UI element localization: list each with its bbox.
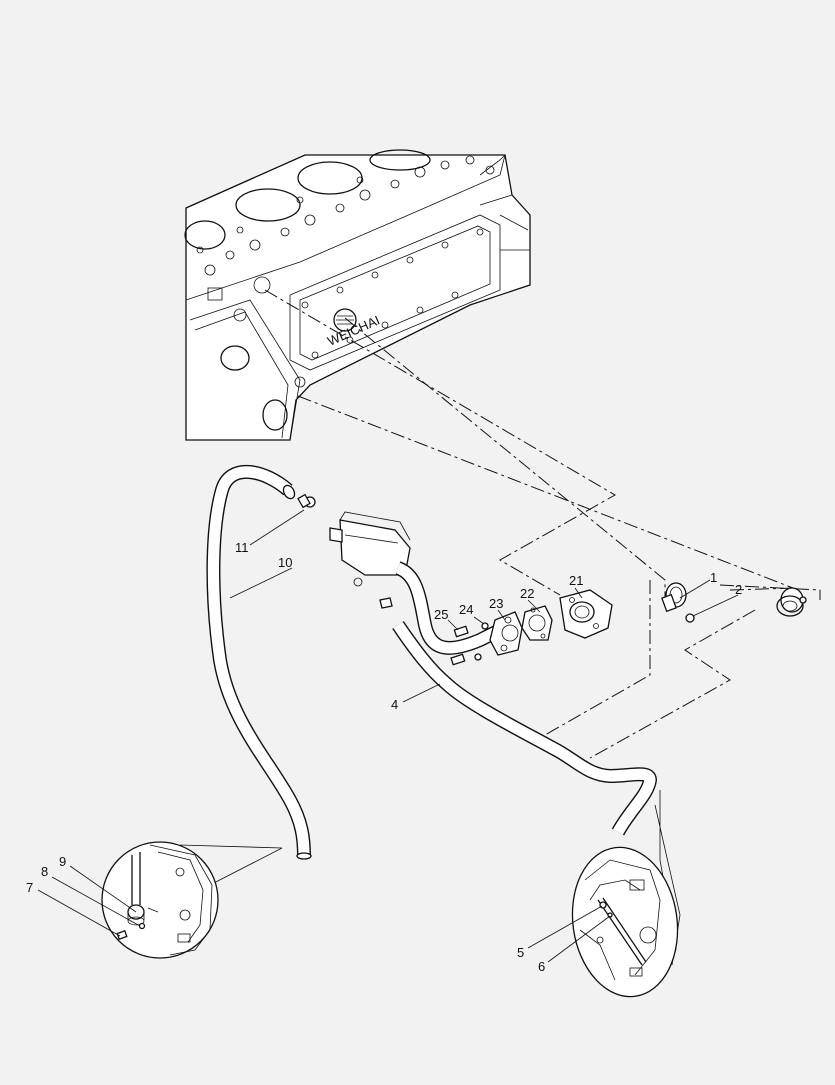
callout-8: 8 <box>41 864 48 879</box>
callout-25: 25 <box>434 607 448 622</box>
callout-6: 6 <box>538 959 545 974</box>
callout-24: 24 <box>459 602 473 617</box>
detail-view-left <box>101 841 283 959</box>
clamp-right <box>776 587 807 617</box>
callout-9: 9 <box>59 854 66 869</box>
engine-block: WEICHAI <box>184 149 531 441</box>
callout-labels: 1 2 4 5 6 7 8 9 10 11 21 22 23 24 25 <box>26 540 742 974</box>
callout-23: 23 <box>489 596 503 611</box>
clamp-11 <box>297 493 316 509</box>
callout-5: 5 <box>517 945 524 960</box>
detail-view-right <box>571 790 681 998</box>
callout-22: 22 <box>520 586 534 601</box>
callout-7: 7 <box>26 880 33 895</box>
callout-4: 4 <box>391 697 398 712</box>
callout-leaders <box>37 509 739 963</box>
callout-21: 21 <box>569 573 583 588</box>
adapter-21 <box>559 589 613 639</box>
clamp-1 <box>661 582 695 623</box>
flange-23 <box>489 611 523 656</box>
tube-10 <box>206 465 312 860</box>
gasket-22 <box>521 605 553 641</box>
callout-10: 10 <box>278 555 292 570</box>
callout-2: 2 <box>735 582 742 597</box>
breather-separator <box>329 511 411 587</box>
tube-4 <box>379 561 657 836</box>
callout-1: 1 <box>710 570 717 585</box>
leader-lines <box>264 289 821 759</box>
bolts-24-25 <box>450 622 489 666</box>
callout-11: 11 <box>235 540 249 555</box>
